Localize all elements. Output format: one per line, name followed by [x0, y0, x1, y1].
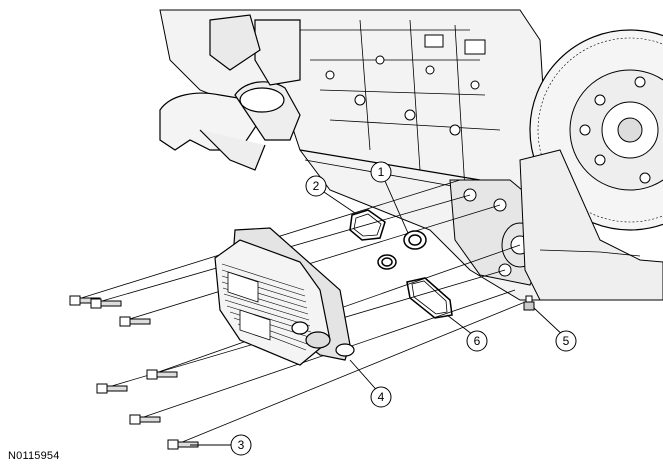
bolt-5	[96, 383, 128, 394]
gasket-2	[349, 209, 386, 241]
o-ring-1	[403, 230, 427, 250]
bolt-6	[129, 414, 161, 425]
callout-5-label: 5	[563, 334, 570, 348]
drain-plug-5	[523, 295, 535, 311]
callout-2: 2	[305, 175, 327, 197]
callout-1: 1	[370, 161, 392, 183]
figure-id-label: N0115954	[8, 450, 60, 462]
bolt-4	[146, 369, 178, 380]
gasket-6	[406, 277, 453, 319]
callout-4-label: 4	[378, 390, 385, 404]
callout-5: 5	[555, 330, 577, 352]
callout-2-label: 2	[313, 179, 320, 193]
callout-4: 4	[370, 386, 392, 408]
bolt-7	[167, 439, 199, 450]
callout-1-label: 1	[378, 165, 385, 179]
bolt-2	[90, 298, 122, 309]
callout-3: 3	[230, 434, 252, 456]
bolt-set	[69, 295, 199, 450]
coolant-hose	[159, 14, 301, 171]
oil-cooler	[214, 227, 355, 366]
bolt-3	[119, 316, 151, 327]
bell-housing	[519, 149, 663, 301]
callout-6-label: 6	[474, 334, 481, 348]
o-ring-small	[377, 254, 397, 270]
callout-3-label: 3	[238, 438, 245, 452]
callout-6: 6	[466, 330, 488, 352]
